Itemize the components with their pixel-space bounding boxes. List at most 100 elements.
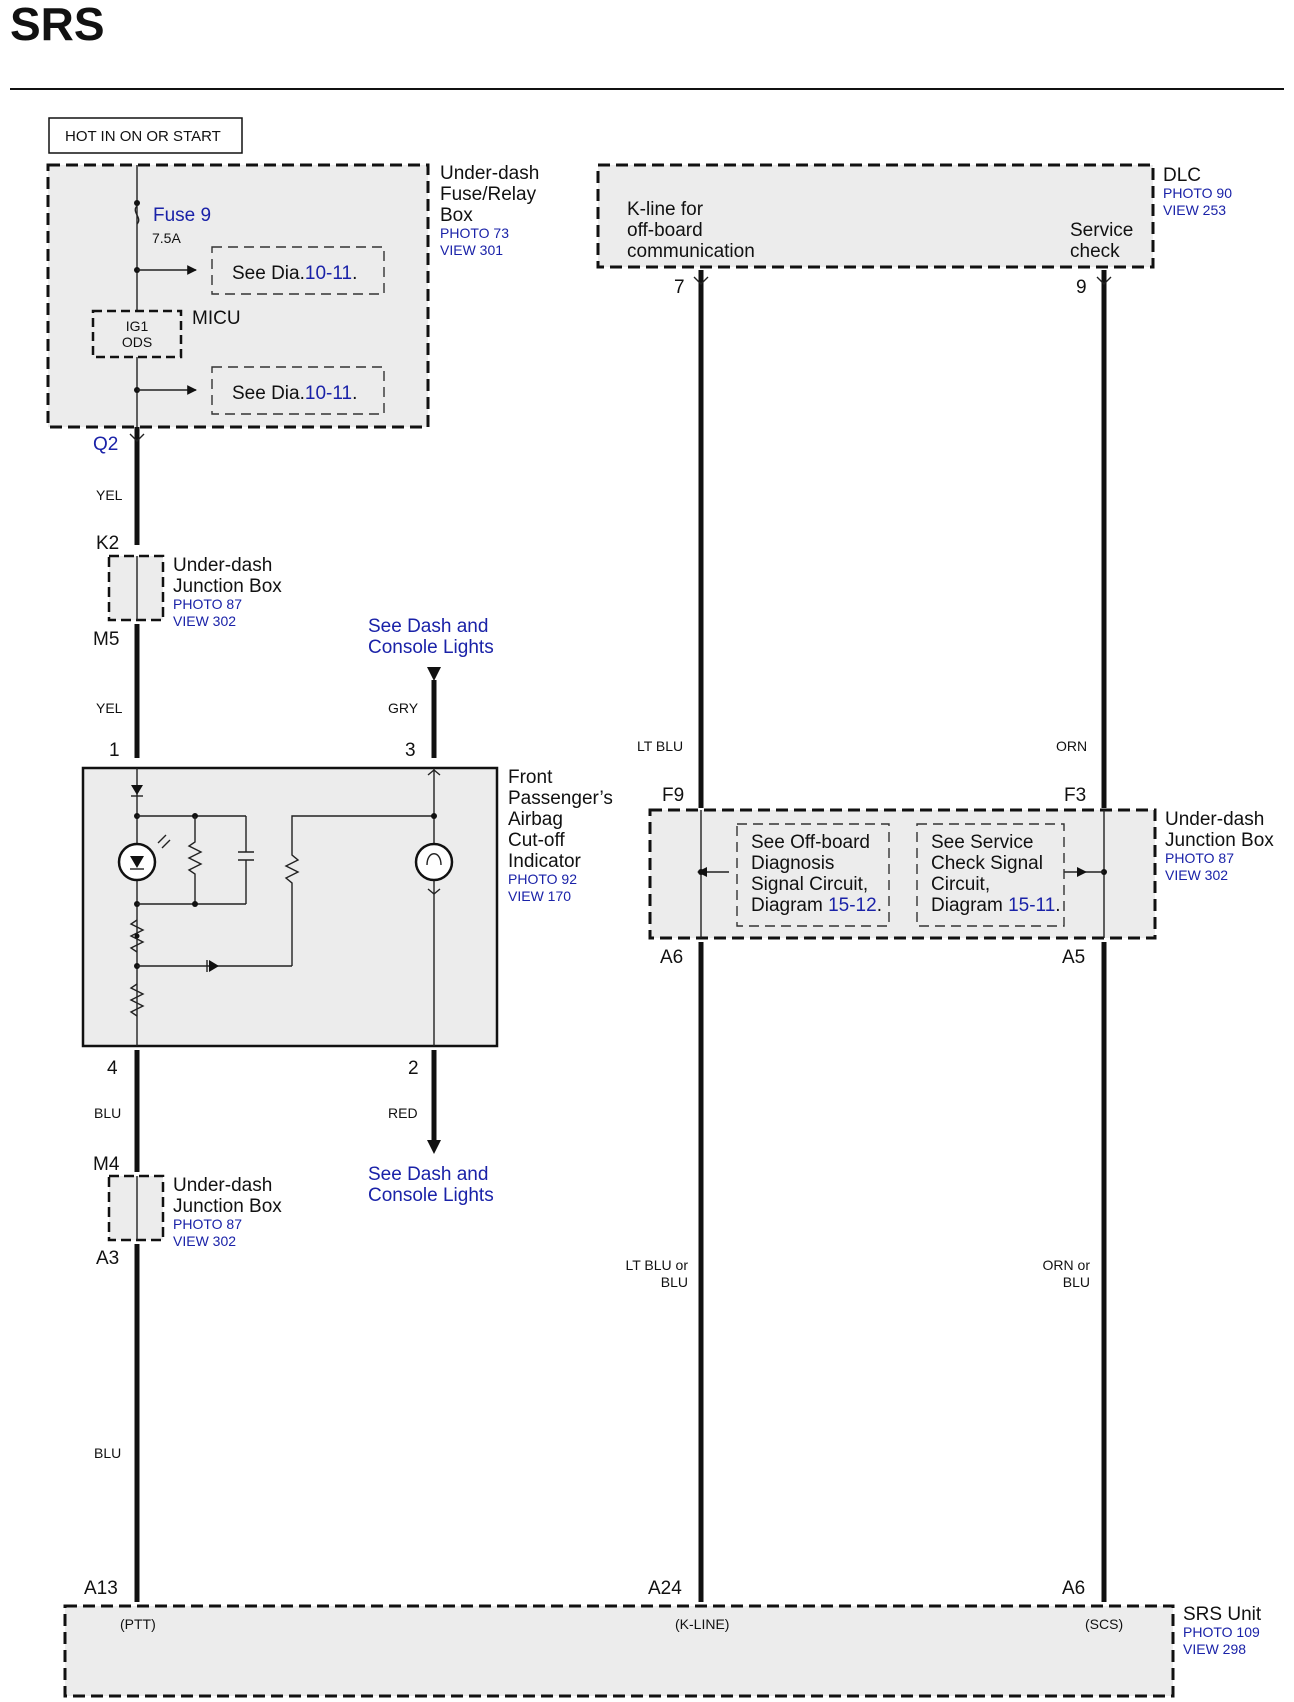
srs-kline: (K-LINE) [675,1616,729,1632]
svg-text:Junction Box: Junction Box [173,576,282,597]
svg-text:PHOTO 90: PHOTO 90 [1163,185,1232,201]
dlc-kline-label: K-line for off-board communication [627,199,755,262]
dash-bottom-line2[interactable]: Console Lights [368,1185,494,1206]
indicator-internal-circuit [117,768,454,1046]
svg-text:PHOTO 92: PHOTO 92 [508,871,577,887]
svg-text:Junction Box: Junction Box [1165,830,1274,851]
srs-pin-a6: A6 [1062,1578,1085,1599]
service-box [916,823,1065,927]
svg-text:Service: Service [1070,220,1133,241]
connector-q2 [129,433,145,442]
svg-text:Airbag: Airbag [508,809,563,830]
wire-label-yel-1: YEL [96,487,123,503]
srs-ptt: (PTT) [120,1616,156,1632]
dlc-service-label: Service check [1070,220,1133,262]
svg-text:Junction Box: Junction Box [173,1196,282,1217]
svg-text:K-line for: K-line for [627,199,704,220]
wire-label-blu-2: BLU [94,1445,121,1461]
wire-label-red: RED [388,1105,418,1121]
dia-link-b: 10-11 [305,383,352,404]
see-dia-box-b [211,366,385,415]
svg-text:Diagnosis: Diagnosis [751,853,834,874]
dash-bottom-line1[interactable]: See Dash and [368,1164,488,1185]
bulb-icon [414,842,454,882]
svg-text:PHOTO 87: PHOTO 87 [173,596,242,612]
wire-label-gry: GRY [388,700,419,716]
svg-text:Box: Box [440,205,473,226]
svg-text:Under-dash: Under-dash [1165,809,1264,830]
svg-text:VIEW 302: VIEW 302 [1165,867,1228,883]
svg-text:Front: Front [508,767,553,788]
ods-label: ODS [122,334,152,350]
dash-top-line1[interactable]: See Dash and [368,616,488,637]
svg-text:See Off-board: See Off-board [751,832,870,853]
svg-text:LT BLU or: LT BLU or [625,1257,688,1273]
svg-text:DLC: DLC [1163,165,1201,186]
svg-text:SRS Unit: SRS Unit [1183,1604,1262,1625]
dash-bottom-arrow [427,1140,441,1154]
svg-text:communication: communication [627,241,755,262]
srs-unit [63,1604,1175,1698]
svg-text:Check Signal: Check Signal [931,853,1043,874]
svg-text:PHOTO 109: PHOTO 109 [1183,1624,1260,1640]
fuse-9-symbol [134,205,140,225]
offboard-reference[interactable]: See Off-board Diagnosis Signal Circuit, … [751,832,882,916]
srs-scs: (SCS) [1085,1616,1123,1632]
srs-pin-a24: A24 [648,1578,682,1599]
fuse-node [134,200,140,206]
svg-text:Cut-off: Cut-off [508,830,565,851]
terminal-q2: Q2 [93,434,118,455]
svg-text:VIEW 170: VIEW 170 [508,888,571,904]
terminal-m5: M5 [93,629,119,650]
wire-label-orn-or-blu: ORN or BLU [1043,1257,1091,1290]
dlc-pin-7: 7 [674,277,685,298]
junction-box-1 [107,554,165,622]
service-arrow [1077,867,1087,877]
pin-1: 1 [109,740,120,761]
dash-top-line2[interactable]: Console Lights [368,637,494,658]
dlc-pin-9: 9 [1076,277,1087,298]
svg-text:VIEW 302: VIEW 302 [173,1233,236,1249]
dia-link-a: 10-11 [305,263,352,284]
dlc-label: DLC PHOTO 90 VIEW 253 [1163,165,1232,218]
junction-box-2 [107,1174,165,1242]
terminal-k2: K2 [96,533,119,554]
svg-text:Circuit,: Circuit, [931,874,990,895]
terminal-a5: A5 [1062,947,1085,968]
power-label-box [48,117,243,154]
see-dia-b[interactable]: See Dia.10-11. [232,383,357,404]
svg-text:PHOTO 87: PHOTO 87 [173,1216,242,1232]
fuse-label[interactable]: Fuse 9 [153,205,211,226]
svg-text:PHOTO 87: PHOTO 87 [1165,850,1234,866]
fuse-box-label: Under-dash Fuse/Relay Box PHOTO 73 VIEW … [440,163,539,258]
service-reference[interactable]: See Service Check Signal Circuit, Diagra… [931,832,1061,916]
svg-text:Diagram 15-11.: Diagram 15-11. [931,895,1061,916]
svg-text:Fuse/Relay: Fuse/Relay [440,184,537,205]
offboard-diagram-link: 15-12 [828,895,877,916]
fuse-relay-box [46,163,430,429]
service-diagram-link: 15-11 [1008,895,1055,916]
airbag-cutoff-indicator [81,766,499,1048]
fuse-box-view: VIEW 301 [440,242,503,258]
svg-text:Signal Circuit,: Signal Circuit, [751,874,868,895]
svg-text:Diagram 15-12.: Diagram 15-12. [751,895,882,916]
see-dia-a[interactable]: See Dia.10-11. [232,263,357,284]
pin-3: 3 [405,740,416,761]
svg-text:ORN or: ORN or [1043,1257,1091,1273]
wire-label-blu-1: BLU [94,1105,121,1121]
svg-text:Passenger’s: Passenger’s [508,788,613,809]
indicator-label: Front Passenger’s Airbag Cut-off Indicat… [508,767,613,904]
fuse-rating: 7.5A [152,230,181,246]
offboard-box [736,823,890,927]
svg-text:VIEW 253: VIEW 253 [1163,202,1226,218]
fuse-box-photo: PHOTO 73 [440,225,509,241]
svg-text:VIEW 302: VIEW 302 [173,613,236,629]
svg-text:BLU: BLU [661,1274,688,1290]
wire-label-lt-blu-or-blu: LT BLU or BLU [625,1257,688,1290]
micu-ig1-box [91,309,183,359]
junction-box-3 [648,808,1157,940]
power-label: HOT IN ON OR START [65,128,221,145]
jb2-label: Under-dash Junction Box PHOTO 87 VIEW 30… [173,1175,282,1249]
svg-text:BLU: BLU [1063,1274,1090,1290]
